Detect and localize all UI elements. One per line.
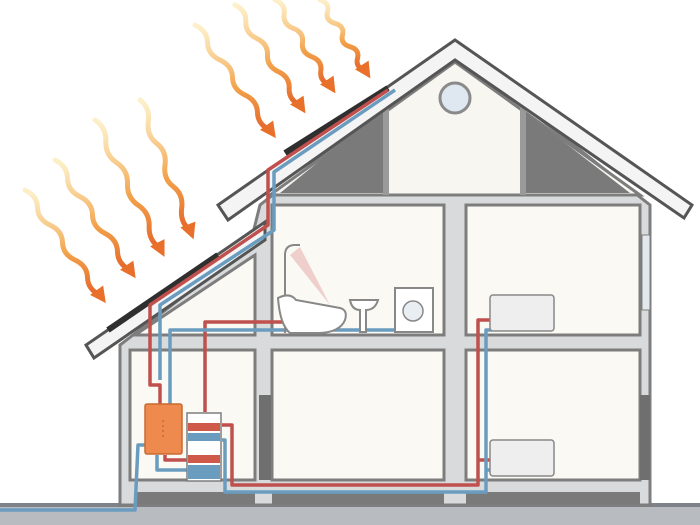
door-dark: [259, 395, 271, 480]
main-roof: [215, 38, 695, 223]
sun-ray-3: [92, 117, 163, 251]
bathtub-with-shower: [276, 244, 347, 334]
sun-ray-4: [137, 97, 193, 233]
attic-window: [438, 81, 472, 115]
boiler-return: [155, 455, 188, 472]
basement-mid: [272, 492, 444, 504]
room-lower-middle: [270, 348, 446, 482]
attic-post-left: [383, 105, 389, 195]
boiler: [144, 403, 183, 455]
sun-ray-6: [232, 2, 303, 108]
sun-ray-arrowhead-icon: [320, 75, 336, 94]
sun-ray-1: [22, 187, 103, 298]
sun-ray-arrowhead-icon: [180, 221, 196, 240]
ground: [0, 505, 700, 525]
sun-ray-2: [52, 157, 133, 273]
sun-ray-5: [192, 22, 273, 133]
sun-ray-arrowhead-icon: [90, 285, 106, 304]
door-dark-right: [640, 395, 650, 480]
hot-pipe-upper: [148, 88, 389, 405]
radiator-lower: [489, 439, 555, 477]
sun-ray-arrowhead-icon: [290, 95, 306, 114]
boiler-feed: [163, 455, 188, 462]
pipes: [0, 88, 492, 512]
attic-right-dark: [525, 112, 630, 193]
hot-pipe-bath: [203, 320, 285, 412]
solar-panel-lower: [106, 252, 220, 333]
solar-panel-upper: [283, 85, 390, 156]
sink: [348, 299, 380, 333]
sun-ray-8: [317, 0, 368, 73]
basement-left: [135, 492, 255, 504]
basement-right: [466, 492, 640, 504]
sun-rays: [22, 0, 371, 304]
sun-ray-7: [272, 0, 333, 88]
sun-ray-arrowhead-icon: [150, 239, 165, 257]
hot-water-tank: [186, 412, 222, 482]
sun-ray-arrowhead-icon: [120, 260, 136, 279]
right-window: [641, 234, 651, 311]
washing-machine: [394, 287, 434, 333]
attic-post-right: [520, 105, 526, 195]
cold-inlet-pipe: [0, 443, 145, 512]
cold-pipe-upper: [158, 88, 396, 380]
room-upper-left: [130, 252, 257, 337]
sun-ray-arrowhead-icon: [355, 60, 371, 79]
radiator-upper: [489, 294, 555, 332]
sun-ray-arrowhead-icon: [260, 120, 276, 139]
